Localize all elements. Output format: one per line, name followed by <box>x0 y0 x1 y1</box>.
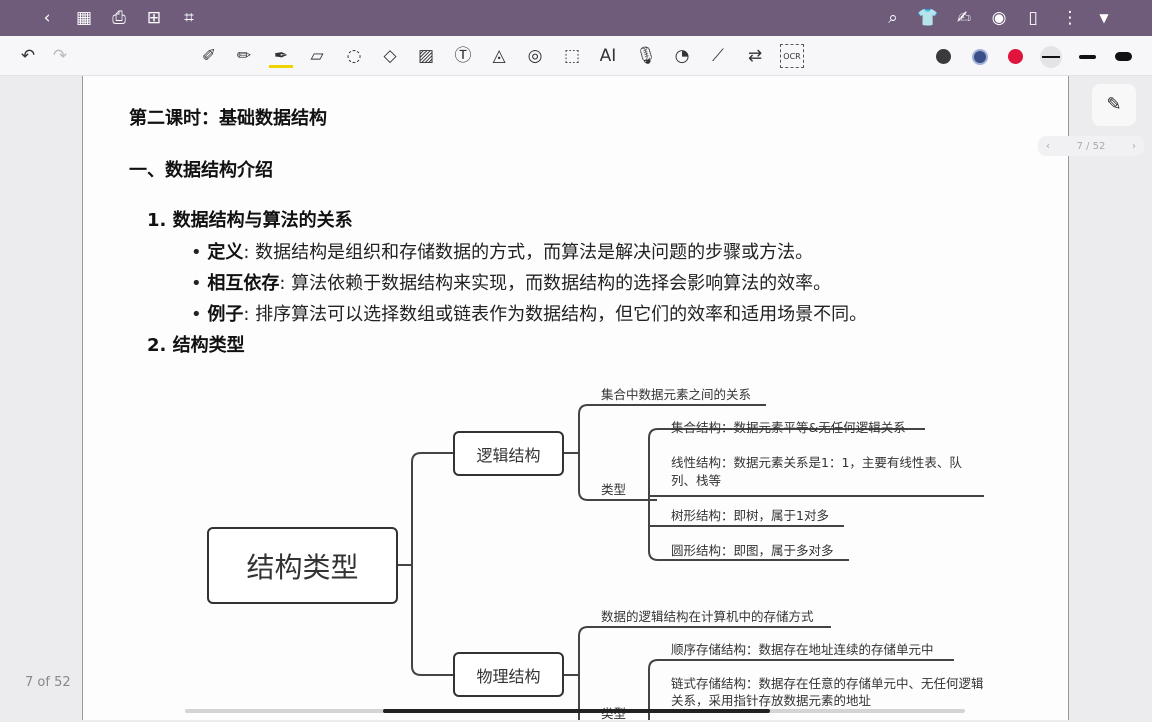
bullet: • 定义: 数据结构是组织和存储数据的方式，而算法是解决问题的步骤或方法。 <box>191 242 814 263</box>
tape-icon[interactable]: ◎ <box>527 46 543 66</box>
page-counter: 7 of 52 <box>25 675 71 690</box>
physical-child: 关系，采用指针存放数据元素的地址 <box>671 693 872 708</box>
mindmap-node-logical: 逻辑结构 <box>453 431 564 476</box>
more-icon[interactable]: ⋮ <box>1061 8 1079 28</box>
page-indicator: 7 / 52 <box>1076 140 1106 152</box>
sticker-icon[interactable]: ◔ <box>674 46 690 66</box>
lasso-icon[interactable]: ◌ <box>346 46 362 66</box>
add-page-icon[interactable]: ⊞ <box>146 8 162 28</box>
text-recognize-icon[interactable]: ⬚ <box>563 46 581 66</box>
section-heading: 一、数据结构介绍 <box>129 160 273 181</box>
logical-child: 列、栈等 <box>671 473 722 488</box>
list-item-2: 2. 结构类型 <box>147 335 245 356</box>
text-icon[interactable]: Ⓣ <box>454 46 472 66</box>
shape-icon[interactable]: ◬ <box>492 46 506 66</box>
search-icon[interactable]: ⌕ <box>888 8 898 28</box>
stroke-thin-line <box>1042 56 1060 58</box>
tool-bar: ↶ ↷ ✐ ✏ ✒ ▱ ◌ ◇ ▨ Ⓣ ◬ ◎ ⬚ AI 🎙 ◔ ⟋ ⇄ OCR <box>0 36 1152 76</box>
logical-child: 圆形结构：即图，属于多对多 <box>671 543 834 558</box>
physical-child: 链式存储结构：数据存在任意的存储单元中、无任何逻辑 <box>671 676 984 691</box>
logical-child: 树形结构：即树，属于1对多 <box>671 508 829 523</box>
logical-desc: 集合中数据元素之间的关系 <box>601 387 752 402</box>
prev-page-icon[interactable]: ‹ <box>1046 140 1050 152</box>
pen-holder-button[interactable]: ✎ <box>1092 84 1136 126</box>
translate-icon[interactable]: ⇄ <box>747 46 763 66</box>
microphone-icon[interactable]: 🎙 <box>635 46 657 66</box>
ai-icon[interactable]: AI <box>599 46 617 66</box>
image-icon[interactable]: ▨ <box>417 46 435 66</box>
bullet: • 相互依存: 算法依赖于数据结构来实现，而数据结构的选择会影响算法的效率。 <box>191 273 832 294</box>
redo-icon[interactable]: ↷ <box>52 46 68 66</box>
logical-child: 线性结构：数据元素关系是1：1，主要有线性表、队 <box>671 455 962 470</box>
logical-type: 类型 <box>601 482 627 497</box>
color-blue-selected[interactable] <box>972 49 988 65</box>
eye-icon[interactable]: ◉ <box>991 8 1007 28</box>
crop-icon[interactable]: ⌗ <box>184 8 194 28</box>
next-page-icon[interactable]: › <box>1131 140 1136 152</box>
doc-title: 第二课时：基础数据结构 <box>129 108 327 129</box>
pen-icon[interactable]: ✒ <box>269 44 293 68</box>
pen-sign-icon[interactable]: ✍ <box>956 8 972 28</box>
mindmap-node-physical: 物理结构 <box>453 652 564 697</box>
mindmap-lines <box>398 404 984 720</box>
list-item-1: 1. 数据结构与算法的关系 <box>147 210 353 231</box>
page-navigator: ‹ 7 / 52 › <box>1038 136 1144 156</box>
ocr-icon[interactable]: OCR <box>780 44 804 68</box>
back-icon[interactable]: ‹ <box>43 8 51 28</box>
laser-pointer-icon[interactable]: ⟋ <box>712 46 724 66</box>
book-icon[interactable]: ▯ <box>1028 8 1038 28</box>
shirt-icon[interactable]: 👕 <box>917 8 939 28</box>
pencil-icon[interactable]: ✏ <box>236 46 252 66</box>
stroke-thick[interactable] <box>1115 52 1132 61</box>
mindmap-root: 结构类型 <box>207 527 398 604</box>
physical-child: 顺序存储结构：数据存在地址连续的存储单元中 <box>671 642 934 657</box>
dropdown-icon[interactable]: ▼ <box>1099 11 1109 25</box>
highlighter-icon[interactable]: ▱ <box>310 46 324 66</box>
color-black[interactable] <box>936 49 951 64</box>
undo-icon[interactable]: ↶ <box>20 46 36 66</box>
document-page: 第二课时：基础数据结构 一、数据结构介绍 1. 数据结构与算法的关系 • 定义:… <box>82 76 1069 721</box>
color-red[interactable] <box>1008 49 1023 64</box>
stroke-medium[interactable] <box>1079 55 1096 59</box>
grid-icon[interactable]: ▦ <box>75 8 93 28</box>
eraser-icon[interactable]: ◇ <box>383 46 397 66</box>
top-bar: ‹ ▦ ⎙ ⊞ ⌗ ⌕ 👕 ✍ ◉ ▯ ⋮ ▼ <box>0 0 1152 36</box>
bookmark-icon[interactable]: ⎙ <box>112 8 126 28</box>
logical-child: 集合结构：数据元素平等&无任何逻辑关系 <box>671 420 906 435</box>
horizontal-scrollbar-thumb[interactable] <box>383 709 770 713</box>
laser-pen-icon[interactable]: ✐ <box>201 46 217 66</box>
physical-desc: 数据的逻辑结构在计算机中的存储方式 <box>601 609 814 624</box>
bullet: • 例子: 排序算法可以选择数组或链表作为数据结构，但它们的效率和适用场景不同。 <box>191 304 868 325</box>
